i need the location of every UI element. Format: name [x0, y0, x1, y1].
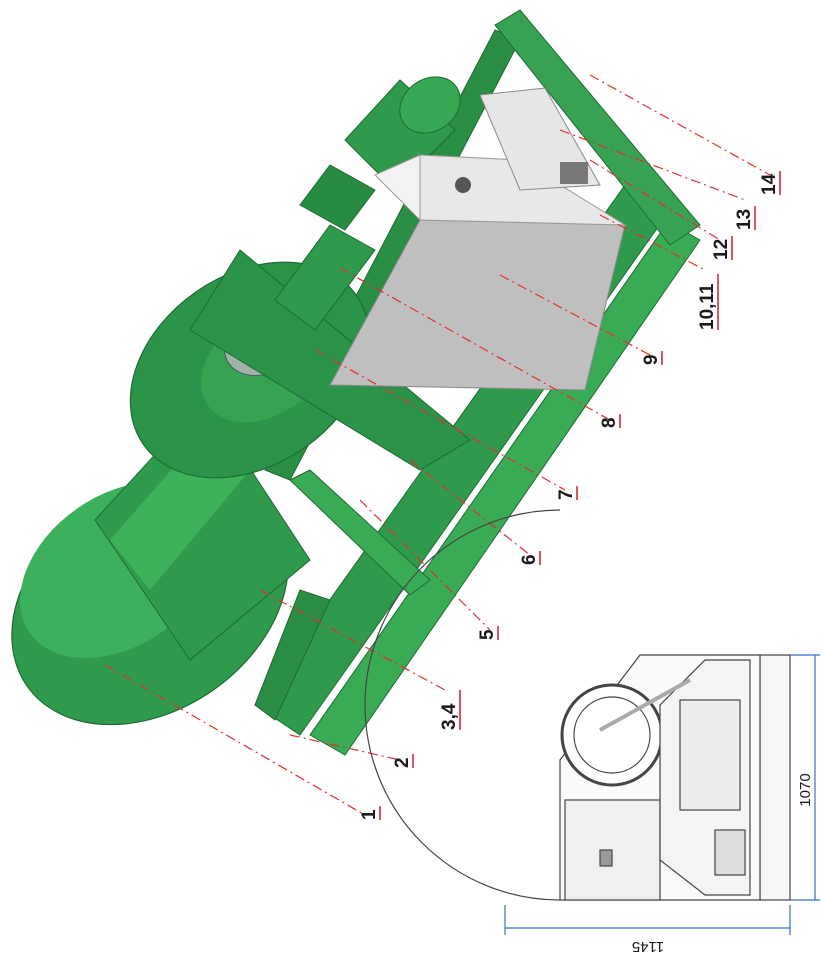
callout-1: 1 [359, 809, 380, 820]
callout-9: 9 [641, 354, 662, 365]
leader-8 [339, 267, 611, 421]
dimension-lines [504, 654, 820, 935]
drum-bore [573, 696, 651, 774]
panel-inner [679, 699, 741, 811]
side-view-drawing [364, 509, 791, 901]
drum-outline [364, 509, 561, 901]
housing-lock-icon [599, 849, 613, 867]
control-cabinet-front [329, 219, 626, 391]
callout-labels: 1 2 3,4 5 6 7 8 9 [359, 171, 781, 820]
dim-width-label: 1145 [632, 938, 664, 953]
panel-component [714, 829, 746, 876]
dim-height-label: 1070 [797, 773, 814, 806]
callout-10-11: 10,11 [697, 283, 718, 330]
brace-line [599, 678, 691, 732]
support-stand [189, 249, 471, 471]
callout-5: 5 [477, 629, 498, 640]
winch-3d-view [11, 9, 701, 756]
base-plate [759, 654, 791, 901]
motor-terminal-box [299, 164, 376, 231]
leader-2 [289, 734, 401, 761]
frame-end-right [494, 9, 701, 246]
leader-7 [314, 349, 566, 491]
leader-6 [409, 459, 531, 556]
cabinet-lock-icon [455, 177, 471, 193]
callout-6: 6 [519, 554, 540, 565]
leader-12 [589, 159, 721, 241]
callout-14: 14 [759, 173, 780, 195]
callout-13: 13 [734, 209, 755, 230]
callout-3-4: 3,4 [439, 703, 460, 730]
leader-13 [559, 129, 746, 201]
frame-cross-brace [289, 469, 431, 596]
callout-12: 12 [711, 239, 732, 260]
callout-8: 8 [599, 417, 620, 428]
callout-2: 2 [392, 757, 413, 768]
leader-14 [589, 74, 771, 176]
gearbox-shaft [274, 224, 376, 331]
frame-beam-upper [309, 221, 701, 756]
frame-end-left [254, 589, 331, 721]
motor-end-cap [399, 76, 461, 134]
leader-9 [499, 274, 651, 356]
leader-lines [104, 74, 771, 816]
leader-3-4 [259, 589, 446, 691]
callout-7: 7 [556, 489, 577, 500]
panel-display [560, 162, 588, 184]
